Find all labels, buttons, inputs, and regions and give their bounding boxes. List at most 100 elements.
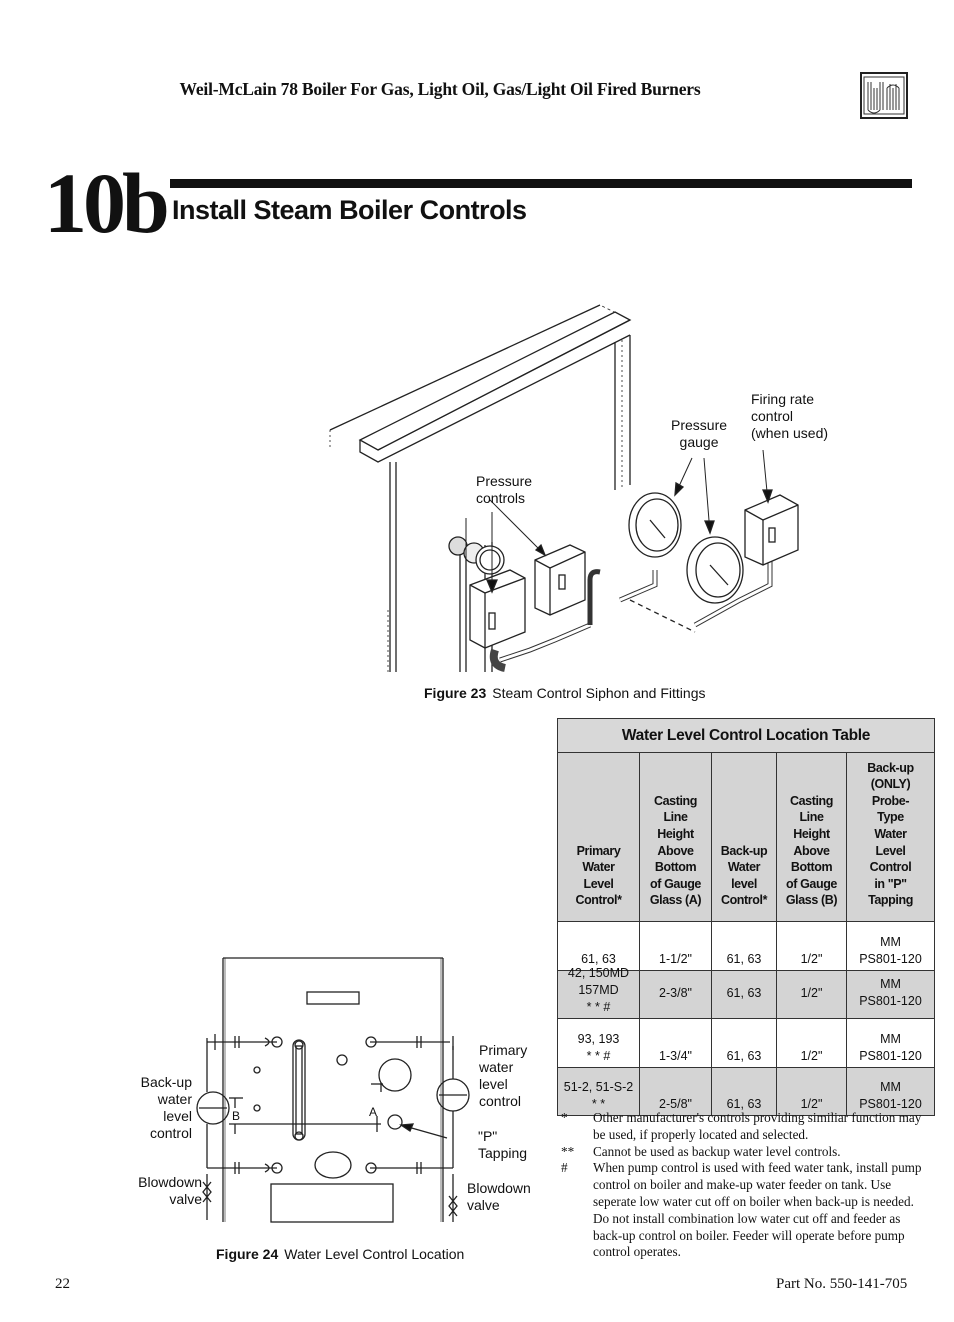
section-title: Install Steam Boiler Controls [172, 195, 527, 225]
header-line: Above [657, 843, 694, 858]
cell-height-b: 1/2" [777, 922, 847, 970]
table-row: 93, 193 * * # 1-3/4" 61, 63 1/2" MM PS80… [558, 1019, 934, 1068]
cell-probe: MM PS801-120 [859, 1031, 922, 1063]
header-line: Glass (B) [785, 893, 838, 908]
callout-backup-control: Back-up water level control [134, 1074, 192, 1142]
note-text: When pump control is used with feed wate… [593, 1160, 922, 1260]
header-line: Casting [789, 793, 834, 808]
header-primary-control: Primary Water Level Control* [558, 753, 640, 921]
cell-backup: 61, 63 [712, 970, 777, 1018]
callout-line: level [163, 1108, 192, 1124]
wm-logo-icon [863, 76, 905, 115]
water-level-control-table: Water Level Control Location Table Prima… [557, 718, 935, 1116]
note-mark: # [561, 1160, 568, 1176]
cell-height-b: 1/2" [777, 970, 847, 1018]
callout-primary-control: Primary water level control [479, 1042, 527, 1110]
cell-primary: 61, 63 [558, 922, 640, 970]
callout-line: Firing rate [751, 391, 815, 407]
figure-24-caption-text: Water Level Control Location [284, 1246, 465, 1262]
callout-line: Back-up [140, 1074, 192, 1090]
figure-23-label: Figure 23 [424, 685, 487, 701]
cell-height-a: 2-3/8" [640, 970, 712, 1018]
header-line: Type [877, 810, 904, 825]
callout-line: valve [467, 1197, 500, 1213]
callout-line: control [479, 1093, 522, 1109]
callout-line: Primary [479, 1042, 528, 1058]
callout-line: Pressure [671, 417, 728, 433]
header-probe-control: Back-up (ONLY) Probe- Type Water Level C… [847, 753, 934, 921]
table-title: Water Level Control Location Table [558, 719, 934, 753]
header-line: Line [799, 810, 824, 825]
section-number: 10b [44, 155, 170, 251]
callout-firing-rate-control: Firing rate control (when used) [751, 391, 828, 442]
figure-24-label: Figure 24 [216, 1246, 279, 1262]
header-line: Primary [576, 843, 621, 858]
callout-line: (when used) [751, 425, 829, 441]
note-mark: ** [561, 1143, 575, 1159]
callout-line: Blowdown [138, 1174, 202, 1190]
header-line: of Gauge [786, 876, 837, 891]
cell-height-a: 1-1/2" [640, 922, 712, 970]
header-line: Level [583, 876, 614, 891]
callout-line: controls [476, 490, 526, 506]
weil-mclain-logo [860, 72, 908, 119]
cell-probe: MM PS801-120 [859, 934, 922, 966]
header-line: Above [793, 843, 830, 858]
table-row: 61, 63 1-1/2" 61, 63 1/2" MM PS801-120 [558, 922, 934, 971]
callout-line: control [149, 1125, 192, 1141]
callout-line: water [479, 1059, 514, 1075]
table-row: 42, 150MD 157MD * * # 2-3/8" 61, 63 1/2"… [558, 966, 934, 1019]
part-number: Part No. 550-141-705 [776, 1276, 908, 1292]
cell-backup: 61, 63 [712, 1019, 777, 1067]
header-line: Tapping [868, 893, 913, 908]
callout-pressure-controls: Pressure controls [476, 473, 532, 507]
header-line: of Gauge [650, 876, 701, 891]
note-item: ** Cannot be used as backup water level … [558, 1144, 928, 1161]
callout-line: gauge [679, 434, 719, 450]
header-line: in "P" [874, 876, 907, 891]
callout-line: control [751, 408, 794, 424]
document-header-title: Weil-McLain 78 Boiler For Gas, Light Oil… [179, 79, 701, 99]
header-casting-height-b: Casting Line Height Above Bottom of Gaug… [777, 753, 847, 921]
figure-23-illustration [329, 304, 799, 672]
cell-primary: 93, 193 * * # [558, 1019, 640, 1067]
header-line: Bottom [654, 860, 697, 875]
header-line: Control [869, 860, 912, 875]
cell-height-a: 2-5/8" [640, 1067, 712, 1115]
note-text: Cannot be used as backup water level con… [593, 1143, 841, 1159]
figure-23-caption: Figure 23 Steam Control Siphon and Fittin… [424, 685, 705, 701]
callout-line: level [479, 1076, 508, 1092]
header-line: Height [793, 827, 830, 842]
cell-primary: 42, 150MD 157MD * * # [558, 966, 640, 1018]
note-item: * Other manufacturer's controls providin… [558, 1110, 928, 1144]
cell-primary: 51-2, 51-S-2 * * [558, 1067, 640, 1115]
note-mark: * [561, 1110, 568, 1125]
header-line: Water [727, 860, 761, 875]
callout-line: Pressure [476, 473, 533, 489]
header-line: Height [657, 827, 694, 842]
header-line: Level [875, 843, 906, 858]
header-line: (ONLY) [870, 777, 911, 792]
header-line: Back-up [720, 843, 768, 858]
table-notes: * Other manufacturer's controls providin… [558, 1110, 928, 1261]
section-rule [170, 179, 912, 188]
figure-24-caption: Figure 24 Water Level Control Location [216, 1246, 464, 1262]
header-line: Line [663, 810, 688, 825]
callout-line: water [157, 1091, 192, 1107]
header-line: Water [582, 860, 615, 875]
cell-height-b: 1/2" [777, 1067, 847, 1115]
figure-23-caption-text: Steam Control Siphon and Fittings [492, 685, 706, 701]
note-text: Other manufacturer's controls providing … [593, 1110, 922, 1142]
page-number: 22 [55, 1276, 70, 1292]
callout-line: Tapping [478, 1145, 528, 1161]
figure-24-illustration: B A [196, 957, 470, 1223]
header-backup-control: Back-up Water level Control* [712, 753, 777, 921]
table-header-row: Primary Water Level Control* Casting Lin… [558, 753, 934, 922]
header-line: Glass (A) [649, 893, 702, 908]
cell-height-a: 1-3/4" [640, 1019, 712, 1067]
cell-probe: MM PS801-120 [859, 977, 922, 1009]
cell-backup: 61, 63 [712, 1067, 777, 1115]
cell-probe: MM PS801-120 [859, 1080, 922, 1111]
header-line: Control* [720, 893, 768, 908]
note-item: # When pump control is used with feed wa… [558, 1160, 928, 1261]
